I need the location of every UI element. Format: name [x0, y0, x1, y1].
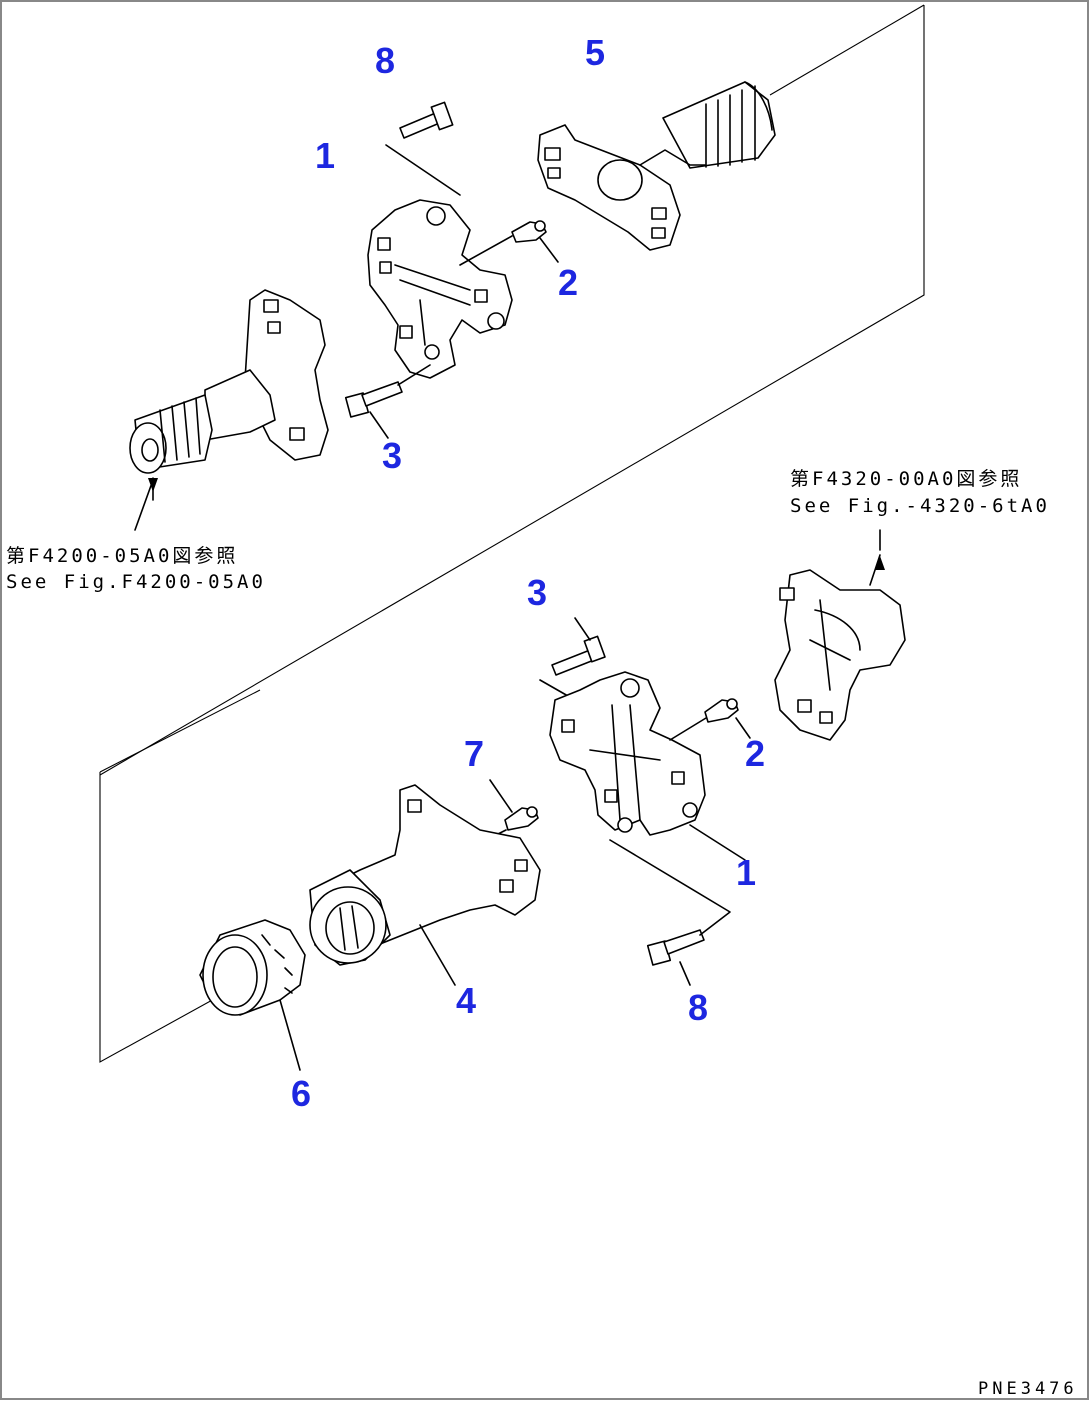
right-reference-en: See Fig.-4320-6tA0	[790, 495, 1050, 517]
top-plane-outline	[99, 5, 925, 776]
left-reference-en: See Fig.F4200-05A0	[6, 571, 266, 593]
drawing-code: PNE3476	[978, 1379, 1078, 1399]
left-yoke-shaft	[129, 289, 329, 531]
left-reference-jp: 第F4200-05A0図参照	[6, 545, 238, 567]
right-yoke	[774, 529, 906, 741]
callout-5-top: 5	[585, 32, 605, 73]
part-7-nipple	[469, 779, 539, 849]
callout-8-bottom: 8	[688, 987, 708, 1028]
right-reference-jp: 第F4320-00A0図参照	[790, 468, 1022, 490]
part-1-spider-bottom	[549, 671, 746, 861]
callout-3-top: 3	[382, 435, 402, 476]
part-1-spider-top	[367, 199, 513, 379]
callout-7-bottom: 7	[464, 733, 484, 774]
bottom-plane-outline	[99, 772, 226, 1063]
callout-4-bottom: 4	[456, 980, 476, 1021]
part-6-ring	[199, 919, 306, 1071]
part-2-nipple-top	[459, 220, 559, 266]
part-8-bolt-bottom	[609, 839, 731, 986]
callout-1-bottom: 1	[736, 852, 756, 893]
part-4-sleeve-yoke	[309, 784, 541, 986]
part-3-bolt-top	[344, 364, 431, 439]
bottom-assembly	[99, 529, 906, 1071]
callout-2-top: 2	[558, 262, 578, 303]
part-8-bolt-top	[385, 101, 461, 196]
part-5-yoke-shaft	[537, 81, 776, 251]
top-assembly	[99, 4, 925, 776]
callout-3-bottom: 3	[527, 572, 547, 613]
callout-2-bottom: 2	[745, 733, 765, 774]
callout-6-bottom: 6	[291, 1073, 311, 1114]
part-2-nipple-bottom	[669, 698, 751, 741]
callout-8-top: 8	[375, 40, 395, 81]
callout-1-top: 1	[315, 135, 335, 176]
